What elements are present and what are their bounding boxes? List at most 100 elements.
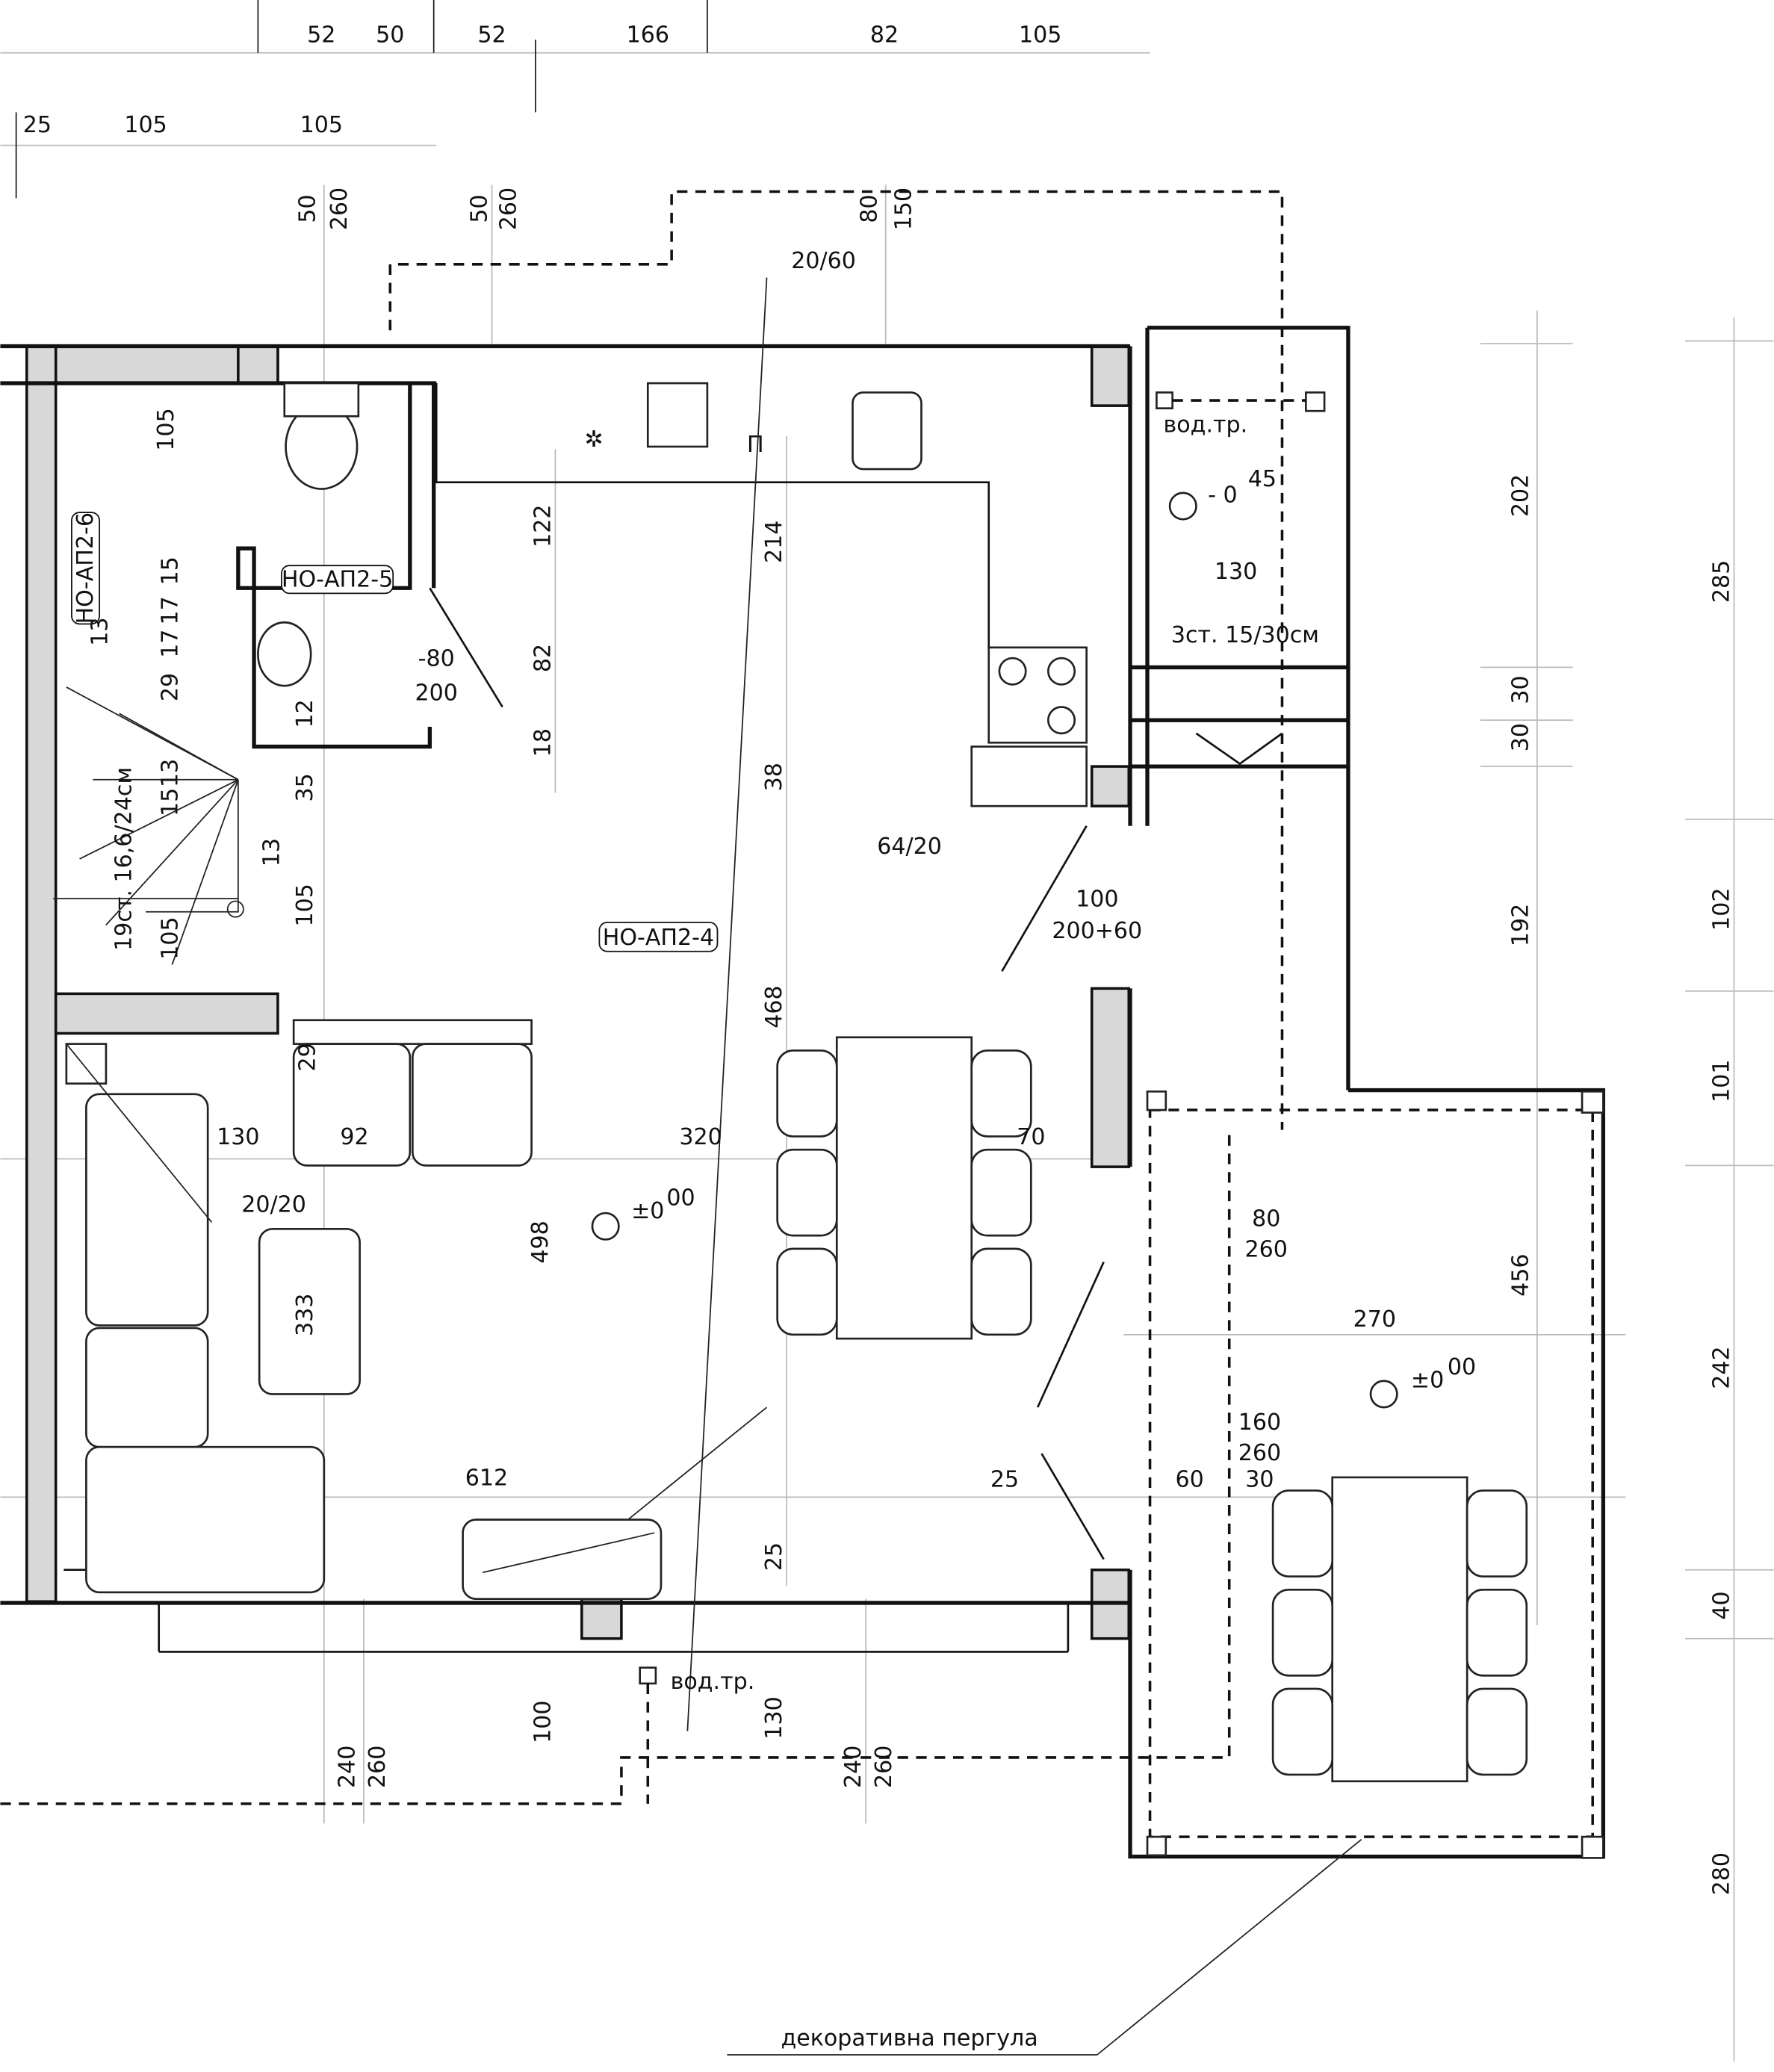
living-furniture <box>65 1019 768 1600</box>
dimension-label: 13 <box>259 838 285 866</box>
dimension-label: 240 <box>840 1746 866 1788</box>
dimension-label: 29 <box>294 1043 320 1071</box>
dimension-label: 3ст. 15/30см <box>1171 622 1319 648</box>
dimension-label: ±0 <box>1411 1368 1444 1394</box>
dimension-label: 100 <box>530 1700 556 1743</box>
entrance-porch <box>1130 326 1350 1091</box>
dimension-label: 260 <box>1245 1236 1288 1262</box>
walls <box>0 344 1132 1653</box>
dimension-label: 320 <box>679 1124 722 1150</box>
dimension-label: 166 <box>627 22 669 49</box>
dining-table <box>776 1036 1032 1340</box>
dimension-label: 25 <box>23 112 52 138</box>
dimension-label: 285 <box>1708 560 1734 603</box>
dimension-label: 70 <box>1017 1124 1045 1150</box>
dimension-label: НО-АП2-6 <box>72 512 99 624</box>
dimension-label: 260 <box>1238 1440 1281 1466</box>
dimension-label: 498 <box>527 1220 553 1263</box>
dimension-label: 25 <box>990 1466 1019 1492</box>
dimension-label: НО-АП2-5 <box>282 566 393 592</box>
dimension-label: 260 <box>495 187 521 230</box>
dimension-label: 29 <box>157 673 183 701</box>
dimension-label: вод.тр. <box>671 1669 755 1695</box>
dimension-label: 45 <box>1248 466 1277 492</box>
dimension-label: 105 <box>157 916 183 959</box>
dimension-label: 30 <box>1245 1466 1274 1492</box>
dimension-label: 150 <box>890 187 917 230</box>
dimension-label: декоративна пергула <box>781 2026 1038 2052</box>
dimension-label: 130 <box>761 1696 787 1739</box>
dimension-label: НО-АП2-4 <box>603 925 714 951</box>
room-tag-frame <box>280 565 394 595</box>
dimension-label: 52 <box>307 22 335 49</box>
dimension-label: 160 <box>1238 1409 1281 1436</box>
dimension-label: 30 <box>1508 675 1534 704</box>
dimension-label: 30 <box>1508 723 1534 751</box>
dimension-label: 260 <box>871 1746 897 1788</box>
dimension-label: 105 <box>124 112 167 138</box>
dimension-label: 38 <box>761 763 787 791</box>
dimension-label: 60 <box>1175 1466 1203 1492</box>
dimension-label: 242 <box>1708 1346 1734 1389</box>
dimension-label: 80 <box>856 194 882 223</box>
dimension-label: 13 <box>87 618 114 646</box>
svg-text:П: П <box>747 432 764 458</box>
dimension-label: 82 <box>530 644 556 672</box>
dimension-label: 25 <box>761 1542 787 1571</box>
dimension-label: 19ст. 16,6/24см <box>111 767 137 951</box>
dimension-label: - 0 <box>1208 482 1238 508</box>
dimension-label: 00 <box>666 1185 695 1211</box>
dimension-label: 130 <box>217 1124 259 1150</box>
room-tag-frame <box>598 921 719 952</box>
dimension-label: 00 <box>1448 1354 1476 1380</box>
dimension-label: 13 <box>157 759 183 787</box>
dimension-label: 101 <box>1708 1059 1734 1102</box>
dimension-label: 105 <box>292 884 318 926</box>
dimension-label: 15 <box>157 556 183 585</box>
dimension-label: 192 <box>1508 904 1534 946</box>
dimension-label: ±0 <box>631 1198 664 1224</box>
dimension-label: 17 <box>157 629 183 657</box>
room-tag-frame <box>71 512 100 625</box>
dimension-label: 202 <box>1508 474 1534 517</box>
dimension-label: 612 <box>465 1465 508 1492</box>
dimension-label: 105 <box>300 112 343 138</box>
dimension-label: 15 <box>157 788 183 816</box>
dimension-label: 64/20 <box>877 834 942 860</box>
dimension-label: 92 <box>340 1124 368 1150</box>
dimension-label: 12 <box>292 699 318 728</box>
dimension-label: вод.тр. <box>1164 412 1248 438</box>
dimension-label: 130 <box>1215 559 1257 585</box>
dimension-label: 122 <box>530 504 556 547</box>
dimension-label: 240 <box>335 1746 361 1788</box>
bathroom <box>257 382 360 687</box>
stairs <box>53 686 244 965</box>
decorative-pergola <box>591 277 1606 2056</box>
dimension-label: 82 <box>870 22 899 49</box>
dimension-label: 80 <box>1252 1206 1280 1232</box>
dimension-label: 50 <box>466 194 492 223</box>
dimension-label: 200 <box>415 680 458 707</box>
dimension-label: 35 <box>292 773 318 801</box>
dimension-label: 40 <box>1708 1591 1734 1619</box>
dimension-label: 468 <box>761 985 787 1028</box>
dimension-label: 270 <box>1353 1306 1396 1333</box>
dimension-label: 18 <box>530 728 556 757</box>
dimension-label: 52 <box>477 22 506 49</box>
svg-text:✲: ✲ <box>584 427 603 453</box>
kitchen: П ✲ <box>435 382 1088 807</box>
dimension-label: 214 <box>761 521 787 563</box>
dimension-label: 200+60 <box>1052 918 1142 944</box>
dimension-label: 20/60 <box>791 248 856 274</box>
dimension-label: 456 <box>1508 1254 1534 1297</box>
roof-outline <box>0 190 1284 1805</box>
dimension-label: 20/20 <box>241 1191 306 1218</box>
dimension-label: -80 <box>418 646 455 672</box>
dimension-label: 333 <box>292 1294 318 1336</box>
dimension-label: 50 <box>376 22 404 49</box>
dimension-label: 260 <box>365 1746 391 1788</box>
dimension-label: 102 <box>1708 887 1734 930</box>
dimension-label: 100 <box>1076 887 1118 913</box>
